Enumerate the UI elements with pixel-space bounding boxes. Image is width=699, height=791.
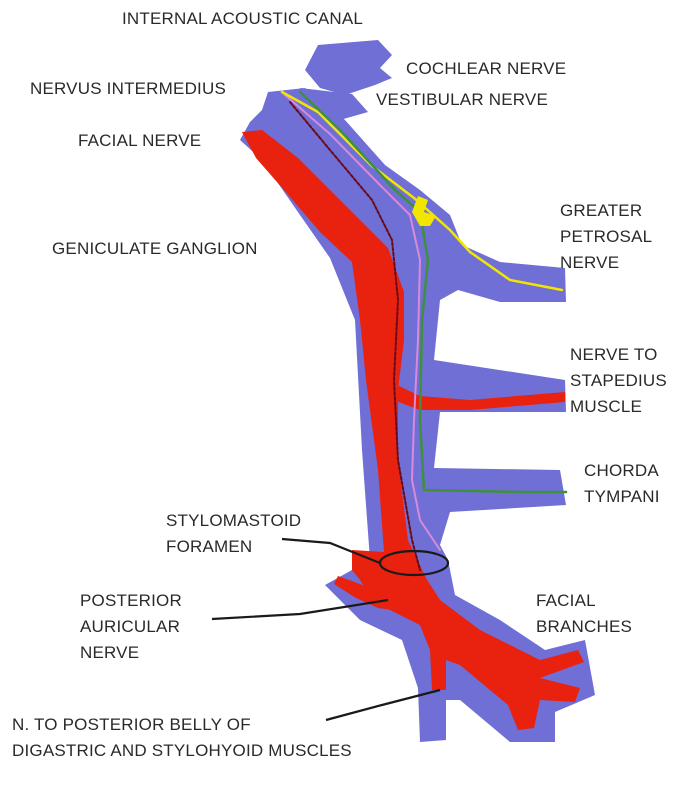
- label-cochlear-nerve: COCHLEAR NERVE: [406, 58, 566, 79]
- label-digastric-nerve: N. TO POSTERIOR BELLY OF DIGASTRIC AND S…: [12, 712, 352, 764]
- cochlear-sheath: [305, 40, 392, 95]
- label-nerve-to-stapedius: NERVE TO STAPEDIUS MUSCLE: [570, 342, 667, 420]
- label-internal-acoustic-canal: INTERNAL ACOUSTIC CANAL: [122, 8, 363, 29]
- label-geniculate-ganglion: GENICULATE GANGLION: [52, 238, 258, 259]
- label-nervus-intermedius: NERVUS INTERMEDIUS: [30, 78, 226, 99]
- label-greater-petrosal-nerve: GREATER PETROSAL NERVE: [560, 198, 652, 276]
- label-facial-nerve: FACIAL NERVE: [78, 130, 201, 151]
- label-facial-branches: FACIAL BRANCHES: [536, 588, 632, 640]
- label-chorda-tympani: CHORDA TYMPANI: [584, 458, 660, 510]
- label-stylomastoid-foramen: STYLOMASTOID FORAMEN: [166, 508, 301, 560]
- label-vestibular-nerve: VESTIBULAR NERVE: [376, 89, 548, 110]
- label-posterior-auricular-nerve: POSTERIOR AURICULAR NERVE: [80, 588, 182, 666]
